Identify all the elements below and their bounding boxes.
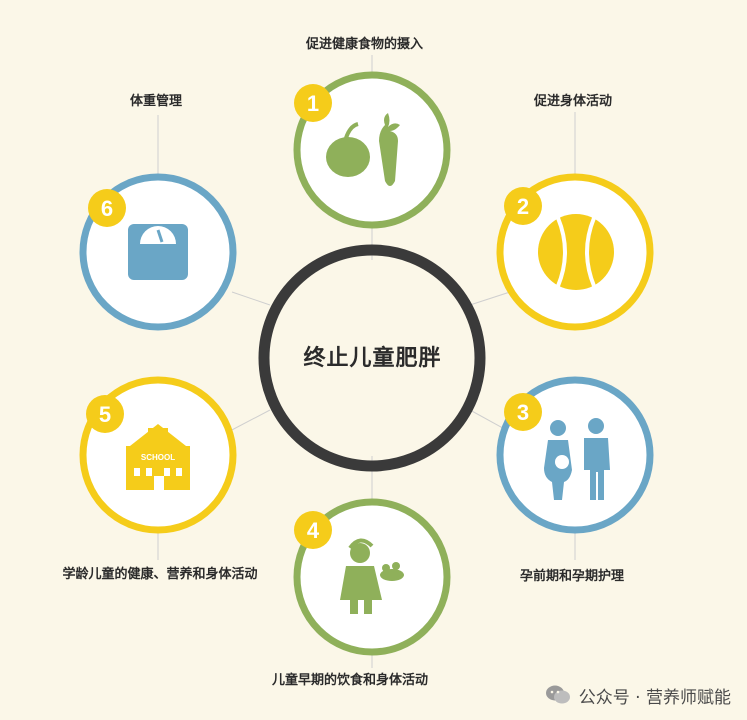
number-badge: [504, 393, 542, 431]
number-badge: [86, 395, 124, 433]
ball-icon: [538, 214, 614, 290]
center-title: 终止儿童肥胖: [303, 346, 442, 371]
number-badge: [504, 187, 542, 225]
badge-number: 2: [517, 194, 529, 219]
label-item-2: 促进身体活动: [534, 94, 613, 109]
label-item-5: 学龄儿童的健康、营养和身体活动: [62, 567, 258, 582]
watermark-text: 公众号 · 营养师赋能: [578, 687, 731, 708]
weighing-scale-icon: [128, 224, 188, 280]
number-badge: [88, 189, 126, 227]
item-2-circle: 2: [496, 173, 654, 331]
watermark: 公众号 · 营养师赋能: [545, 682, 731, 708]
school-icon: SCHOOL: [126, 424, 190, 490]
number-badge: [294, 511, 332, 549]
item-3-circle: 3: [496, 376, 654, 534]
label-item-6: 体重管理: [130, 94, 183, 109]
fruit-vegetable-icon: [326, 113, 400, 186]
badge-number: 6: [101, 196, 113, 221]
item-5-circle: SCHOOL 5: [79, 376, 237, 534]
badge-number: 3: [517, 400, 529, 425]
item-4-circle: 4: [293, 498, 451, 656]
connector-line: [469, 291, 511, 306]
couple-pregnancy-icon: [544, 418, 610, 500]
label-item-3: 孕前期和孕期护理: [520, 569, 625, 584]
school-sign-text: SCHOOL: [141, 453, 175, 462]
connector-line: [227, 409, 271, 433]
connector-line: [231, 291, 271, 306]
label-item-1: 促进健康食物的摄入: [306, 37, 424, 52]
badge-number: 1: [307, 91, 319, 116]
badge-number: 4: [307, 518, 320, 543]
center-ring: [258, 244, 486, 472]
child-eating-icon: [340, 538, 404, 614]
number-badge: [294, 84, 332, 122]
wechat-icon: [545, 685, 570, 704]
item-6-circle: 6: [79, 173, 237, 331]
label-item-4: 儿童早期的饮食和身体活动: [272, 673, 429, 688]
item-1-circle: 1: [293, 71, 451, 229]
badge-number: 5: [99, 402, 111, 427]
